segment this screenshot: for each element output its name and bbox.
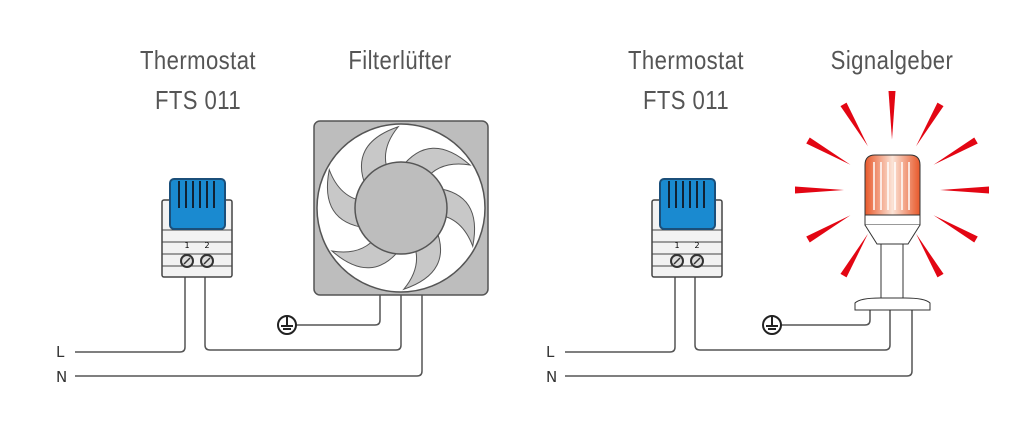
right-ground-icon: [762, 315, 782, 335]
ray: [916, 233, 944, 278]
left-wire-N: [75, 295, 423, 377]
ray: [933, 215, 978, 243]
ray: [840, 102, 868, 147]
left-thermostat-model: FTS 011: [154, 85, 242, 115]
svg-text:1: 1: [674, 241, 679, 250]
right-wire-N: [565, 310, 913, 377]
svg-text:2: 2: [204, 241, 209, 250]
left-ground-icon: [277, 315, 297, 335]
signal-title: Signalgeber: [830, 45, 954, 75]
right-wire-2: [694, 267, 891, 351]
signal-lamp-icon: [854, 154, 931, 311]
ray: [806, 215, 851, 243]
left-N-label: N: [56, 368, 68, 386]
ray: [806, 137, 851, 165]
light-rays: [795, 91, 989, 289]
left-wire-L: [75, 267, 186, 353]
svg-text:1: 1: [184, 241, 189, 250]
ray: [916, 102, 944, 147]
right-thermostat-title: Thermostat: [627, 45, 745, 75]
ray: [840, 233, 868, 278]
ray: [933, 137, 978, 165]
ray: [795, 186, 844, 194]
right-N-label: N: [546, 368, 558, 386]
svg-text:2: 2: [694, 241, 699, 250]
left-wire-2: [204, 267, 402, 351]
right-L-label: L: [546, 343, 555, 361]
fan-title: Filterlüfter: [348, 45, 452, 75]
ray: [940, 186, 989, 194]
ray: [888, 91, 896, 140]
left-L-label: L: [56, 343, 65, 361]
left-thermostat-title: Thermostat: [139, 45, 257, 75]
right-wire-PE: [781, 310, 871, 326]
right-wire-L: [565, 267, 676, 353]
left-wire-PE: [296, 295, 381, 326]
right-thermostat-model: FTS 011: [642, 85, 730, 115]
fan-icon: [313, 120, 489, 296]
